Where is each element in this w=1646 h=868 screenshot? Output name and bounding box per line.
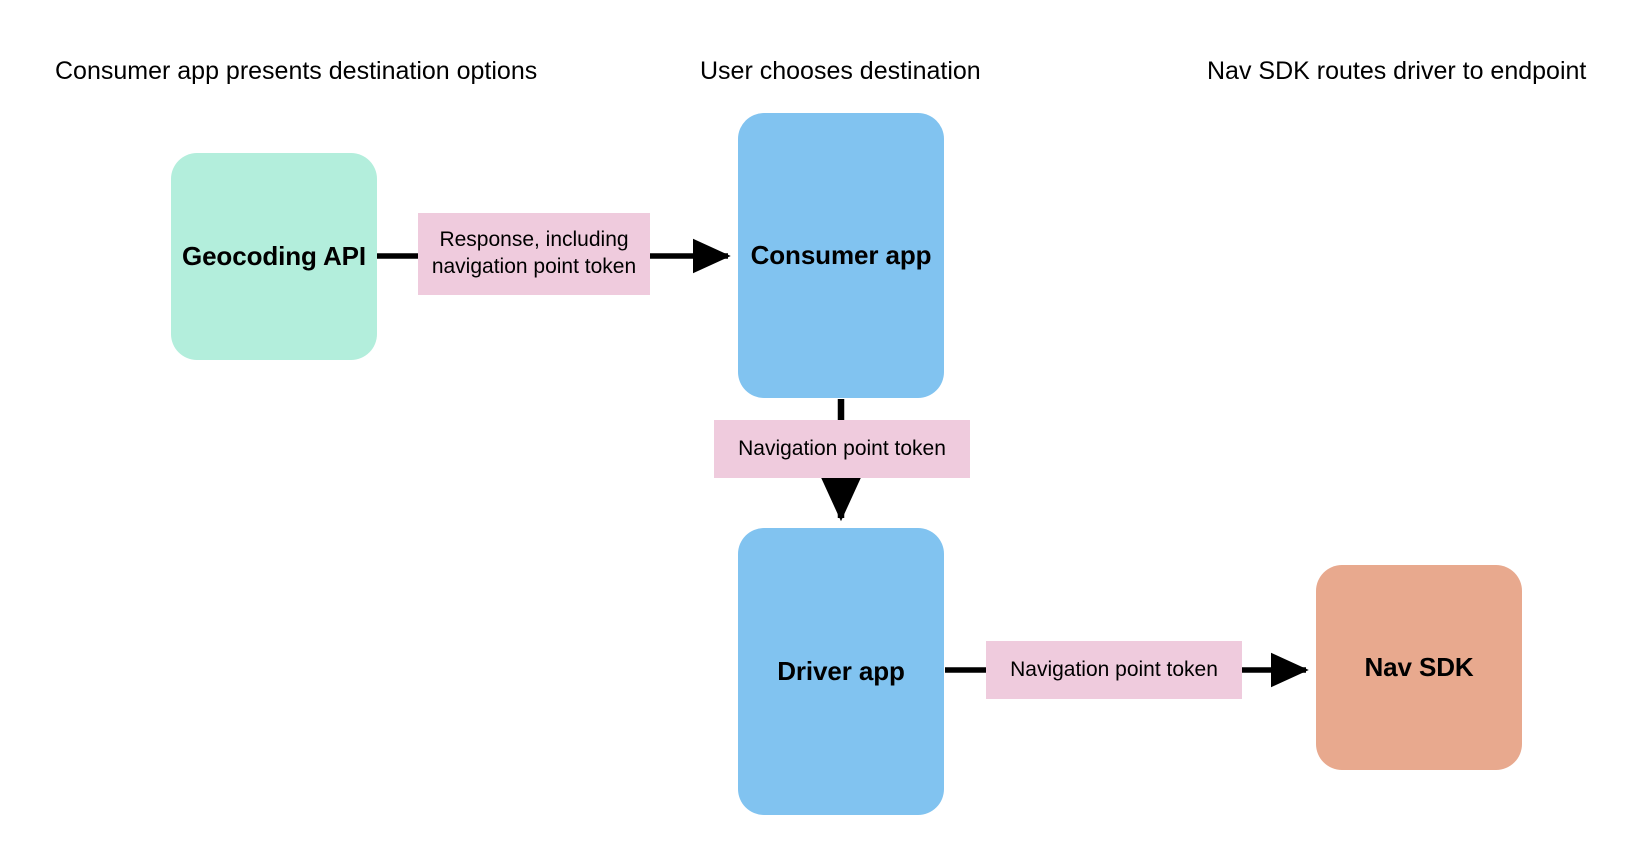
edge-label-navigation-point-token-horizontal: Navigation point token bbox=[986, 641, 1242, 699]
node-nav-sdk[interactable]: Nav SDK bbox=[1316, 565, 1522, 770]
edge-label-text-navigation-point-token-vertical: Navigation point token bbox=[738, 436, 946, 460]
node-label-nav-sdk: Nav SDK bbox=[1364, 651, 1474, 682]
node-geocoding-api[interactable]: Geocoding API bbox=[171, 153, 377, 360]
node-driver-app[interactable]: Driver app bbox=[738, 528, 944, 815]
edge-label-navigation-point-token-vertical: Navigation point token bbox=[714, 420, 970, 478]
node-label-geocoding-api: Geocoding API bbox=[181, 240, 367, 271]
column-header-consumer-app: Consumer app presents destination option… bbox=[55, 57, 538, 85]
edge-label-text-response: Response, including navigation point tok… bbox=[431, 228, 637, 278]
node-label-driver-app: Driver app bbox=[777, 655, 905, 686]
edge-label-response-navigation-point-token: Response, including navigation point tok… bbox=[418, 213, 650, 295]
node-label-consumer-app: Consumer app bbox=[750, 239, 932, 270]
column-header-nav-sdk: Nav SDK routes driver to endpoint bbox=[1207, 57, 1587, 85]
node-consumer-app[interactable]: Consumer app bbox=[738, 113, 944, 398]
edge-label-text-navigation-point-token-horizontal: Navigation point token bbox=[1010, 657, 1218, 681]
column-header-user-chooses: User chooses destination bbox=[700, 57, 981, 85]
